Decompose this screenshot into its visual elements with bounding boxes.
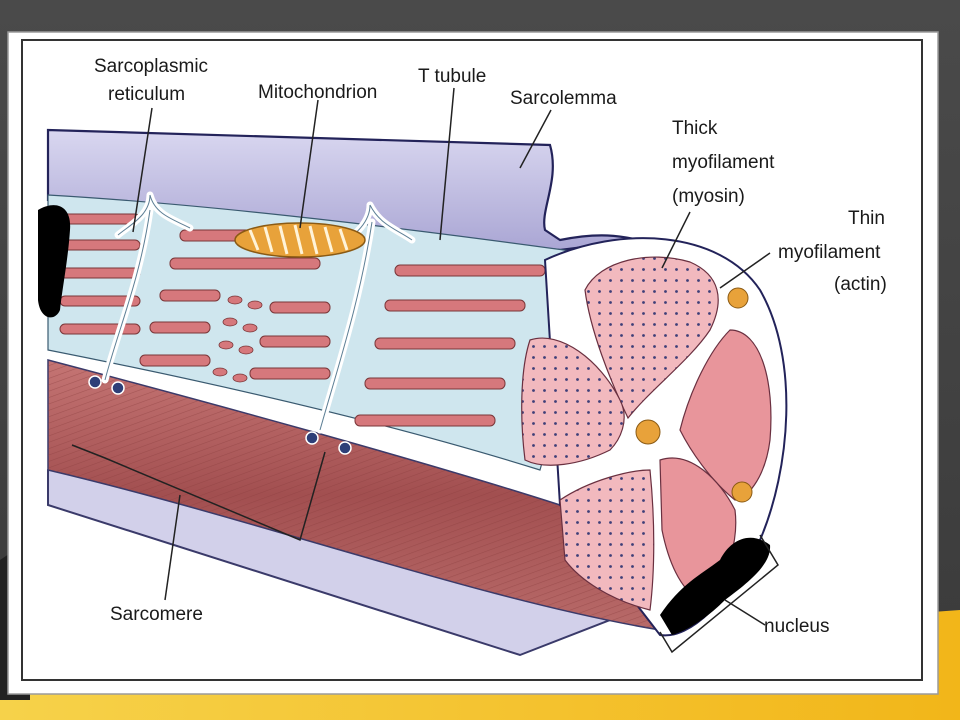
mitochondrion [234,222,366,258]
t-tubule-openings [88,375,352,455]
sarcomere-bracket [71,444,326,542]
label-nucleus: nucleus [764,616,830,637]
myofibril-section-bottom-left [559,469,655,611]
section-mitochondrion [635,419,661,445]
section-mitochondrion-2 [727,287,749,309]
label-sarcolemma: Sarcolemma [510,88,617,109]
t-tubule-outline [104,194,413,431]
section-mitochondrion-3 [731,481,753,503]
label-thick-line2: myofilament [672,152,775,173]
redaction-mark-nucleus [660,537,771,635]
myofibril-section-top [584,256,719,420]
myofibril-section-right [679,329,772,501]
nucleus-bracket [659,534,779,654]
muscle-fiber-striations [48,360,660,630]
label-leader-lines [132,87,771,289]
label-sarcoplasmic-line2: reticulum [108,84,185,105]
label-thin-line2: myofilament [778,242,881,263]
label-thick-line1: Thick [672,118,718,139]
label-sarcoplasmic-line1: Sarcoplasmic [94,56,208,77]
redaction-mark-left [38,205,71,318]
label-t-tubule: T tubule [418,66,486,87]
sarcomere-pointer [164,494,181,601]
reticulum-fenestrations [212,295,263,383]
label-thick-line3: (myosin) [672,186,745,207]
myofibril-section-left [521,337,625,466]
label-thin-line1: Thin [848,208,885,229]
label-sarcomere: Sarcomere [110,604,203,625]
label-thin-line3: (actin) [834,274,887,295]
nucleus-pointer [724,599,766,626]
label-mitochondrion: Mitochondrion [258,82,377,103]
